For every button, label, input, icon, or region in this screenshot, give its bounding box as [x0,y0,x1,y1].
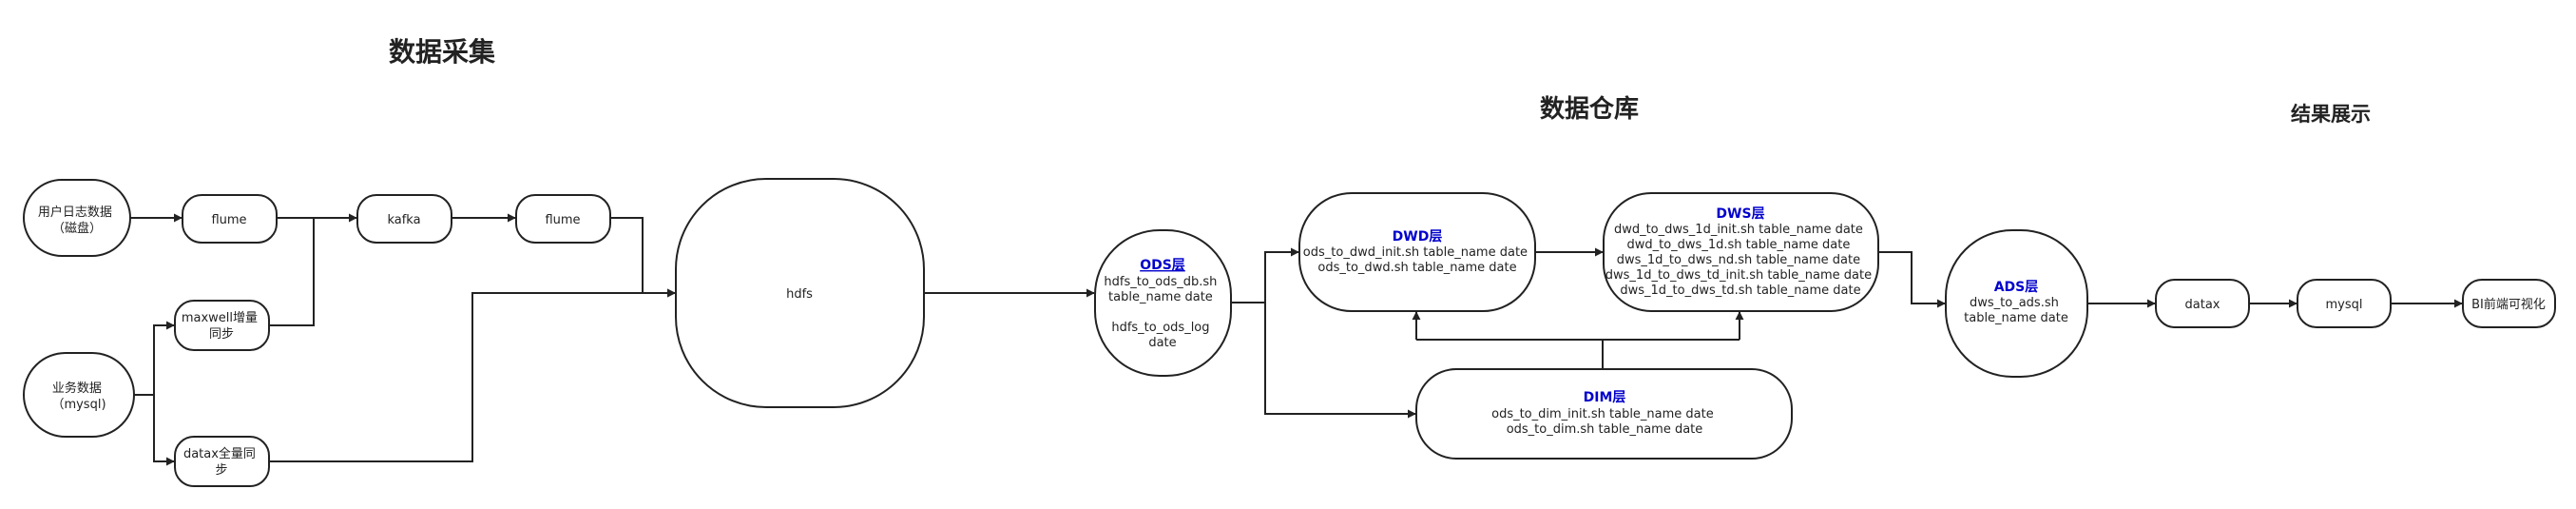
node-bi-visualization-label: BI前端可视化 [2471,297,2546,312]
svg-text:kafka: kafka [387,213,420,227]
node-maxwell-line1: maxwell增量 [182,311,258,325]
node-flume-sink-label: flume [545,213,580,227]
edge-biz-datax [153,395,175,466]
dwd-line-2: ods_to_dwd.sh table_name date [1317,261,1516,275]
svg-text:hdfs: hdfs [786,287,813,302]
node-user-log-line1: 用户日志数据 [38,205,112,220]
dws-line-2: dwd_to_dws_1d.sh table_name date [1626,238,1850,252]
svg-text:ADS层: ADS层 [1994,280,2039,295]
node-business-data-line1: 业务数据 [52,381,102,396]
dwd-layer-name: DWD层 [1393,229,1443,245]
svg-text:ODS层: ODS层 [1140,258,1185,273]
node-business-data[interactable]: 业务数据 （mysql) [23,352,135,438]
ods-line-5: date [1148,336,1176,350]
edge-ods-dwd [1264,247,1299,303]
edge-datax-hdfs [269,288,676,462]
dws-layer-name: DWS层 [1716,206,1764,222]
edge-dws-ads [1878,251,1946,308]
node-datax-export[interactable]: datax [2155,279,2250,328]
node-hdfs[interactable]: hdfs [675,178,925,408]
node-bi-visualization[interactable]: BI前端可视化 [2462,279,2556,328]
ads-line-1: dws_to_ads.sh [1970,296,2059,310]
node-datax-export-label: datax [2185,298,2220,312]
node-dws-layer[interactable]: DWS层 dwd_to_dws_1d_init.sh table_name da… [1603,192,1879,312]
node-flume-collector-label: flume [211,213,246,227]
ods-line-2: table_name date [1108,290,1213,304]
node-maxwell[interactable]: maxwell增量 同步 [174,300,270,351]
node-datax-full[interactable]: datax全量同 步 [174,436,270,487]
svg-text:flume: flume [545,213,580,227]
node-hdfs-label: hdfs [786,287,813,302]
svg-text:DIM层: DIM层 [1584,390,1626,405]
edge-flume-hdfs [610,217,676,298]
node-kafka[interactable]: kafka [356,194,452,244]
svg-text:用户日志数据 （磁盘）: 用户日志数据 （磁盘） [38,205,116,236]
node-maxwell-line2: 同步 [209,327,234,342]
edges [130,213,2463,466]
ods-line-1: hdfs_to_ods_db.sh [1104,275,1217,289]
svg-text:BI前端可视化: BI前端可视化 [2471,297,2546,312]
svg-text:DWD层: DWD层 [1393,229,1443,245]
dim-layer-name: DIM层 [1584,390,1626,405]
node-dwd-layer[interactable]: DWD层 ods_to_dwd_init.sh table_name date … [1298,192,1536,312]
node-user-log[interactable]: 用户日志数据 （磁盘） [23,179,131,257]
dim-line-2: ods_to_dim.sh table_name date [1507,422,1703,437]
node-user-log-line2: （磁盘） [52,221,102,236]
svg-text:datax: datax [2185,298,2220,312]
dim-line-1: ods_to_dim_init.sh table_name date [1491,407,1714,421]
dws-line-4: dws_1d_to_dws_td_init.sh table_name date [1605,268,1872,283]
svg-text:业务数据 （mysql): 业务数据 （mysql) [51,381,106,412]
dwd-line-1: ods_to_dwd_init.sh table_name date [1303,245,1528,260]
svg-text:flume: flume [211,213,246,227]
node-ads-layer[interactable]: ADS层 dws_to_ads.sh table_name date [1945,229,2088,378]
title-data-collection: 数据采集 [389,36,495,68]
svg-text:hdfs_to_ods_db.sh table_: hdfs_to_ods_db.sh table_name date hdfs_t… [1104,275,1221,350]
node-datax-full-line1: datax全量同 [183,446,256,461]
node-datax-full-line2: 步 [215,463,227,478]
svg-text:dws_to_ads.sh table_name: dws_to_ads.sh table_name date [1964,296,2068,325]
ads-layer-name: ADS层 [1994,280,2039,295]
title-result-display: 结果展示 [2291,103,2371,126]
node-flume-sink[interactable]: flume [515,194,611,244]
svg-text:maxwell增量 同步: maxwell增量 同步 [182,311,261,342]
node-dim-layer[interactable]: DIM层 ods_to_dim_init.sh table_name date … [1415,368,1793,460]
node-ods-layer[interactable]: ODS层 hdfs_to_ods_db.sh table_name date h… [1094,229,1232,377]
ods-line-4: hdfs_to_ods_log [1111,321,1209,335]
svg-text:mysql: mysql [2326,298,2363,312]
svg-text:DWS层: DWS层 [1716,206,1764,222]
dws-line-1: dwd_to_dws_1d_init.sh table_name date [1614,223,1863,237]
svg-text:dwd_to_dws_1d_init.sh table_na: dwd_to_dws_1d_init.sh table_name date dw… [1605,223,1875,298]
node-mysql-label: mysql [2326,298,2363,312]
node-flume-collector[interactable]: flume [182,194,278,244]
ods-layer-name[interactable]: ODS层 [1140,258,1185,273]
svg-text:ods_to_dwd_init.sh table_name: ods_to_dwd_init.sh table_name date ods_t… [1303,245,1531,275]
svg-text:datax全量同 步: datax全量同 步 [183,446,260,478]
edge-ods-dim [1264,303,1416,419]
svg-text:ods_to_dim_init.sh table_name: ods_to_dim_init.sh table_name date ods_t… [1491,407,1718,437]
edge-maxwell-kafka [269,218,315,326]
node-business-data-line2: （mysql) [51,398,106,412]
title-data-warehouse: 数据仓库 [1540,94,1639,124]
edge-biz-maxwell [153,321,175,395]
node-mysql[interactable]: mysql [2297,279,2392,328]
dws-line-3: dws_1d_to_dws_nd.sh table_name date [1617,253,1860,267]
dws-line-5: dws_1d_to_dws_td.sh table_name date [1620,284,1860,298]
node-kafka-label: kafka [387,213,420,227]
ads-line-2: table_name date [1964,311,2068,325]
